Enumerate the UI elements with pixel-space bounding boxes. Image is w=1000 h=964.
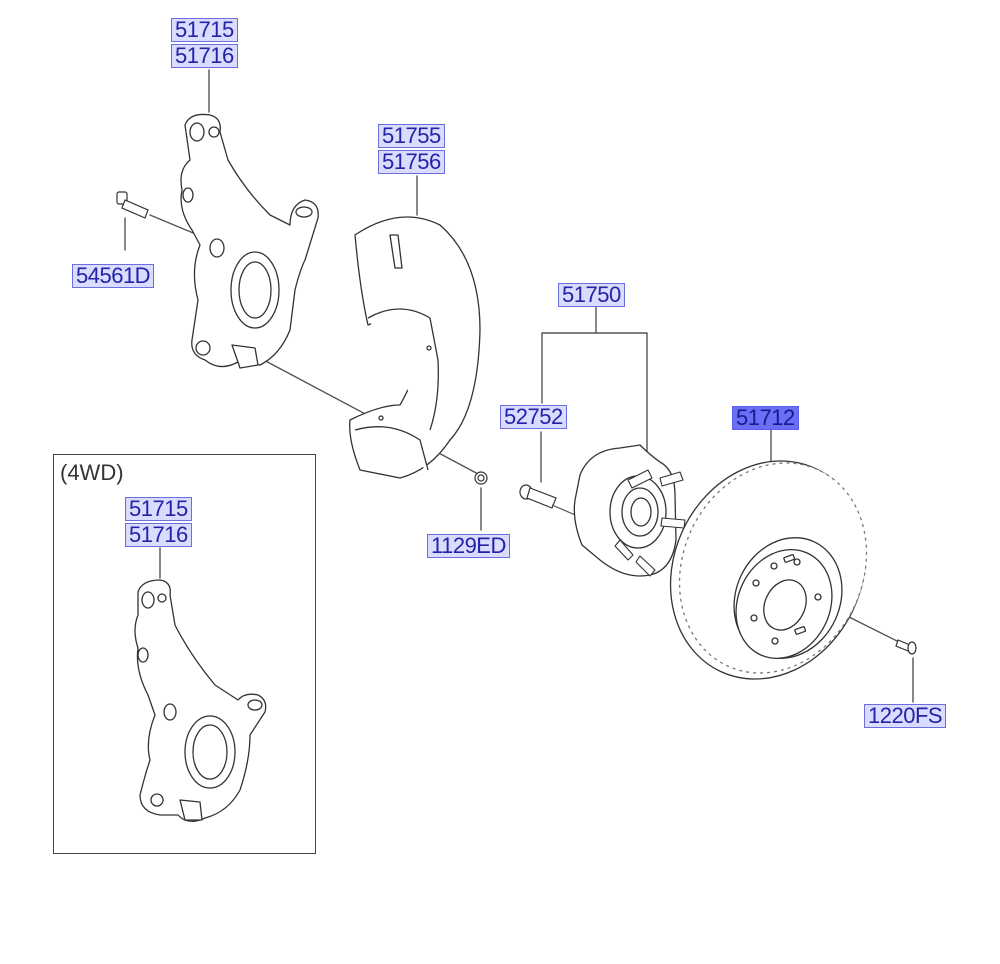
part-label-52752[interactable]: 52752 [500, 405, 567, 429]
part-label-awd-51716[interactable]: 51716 [125, 523, 192, 547]
hub-bearing-drawing [573, 444, 686, 577]
part-label-51755[interactable]: 51755 [378, 124, 445, 148]
part-label-54561d[interactable]: 54561D [72, 264, 155, 288]
steering-knuckle-drawing [180, 113, 319, 369]
part-label-51712-selected[interactable]: 51712 [732, 406, 799, 430]
hub-bolt-drawing [519, 484, 581, 518]
part-label-51716[interactable]: 51716 [171, 44, 238, 68]
leader-hub-bracket [541, 332, 648, 456]
leader-screw-axis [244, 349, 481, 476]
brake-disc-drawing [669, 460, 868, 680]
awd-knuckle-drawing [134, 579, 267, 822]
part-label-awd-51715[interactable]: 51715 [125, 497, 192, 521]
part-label-1220fs[interactable]: 1220FS [864, 704, 947, 728]
part-label-1129ed[interactable]: 1129ED [427, 534, 510, 558]
dust-cover-drawing [349, 216, 481, 479]
part-label-51756[interactable]: 51756 [378, 150, 445, 174]
bolt-drawing [116, 191, 149, 219]
part-label-51715[interactable]: 51715 [171, 18, 238, 42]
screw-drawing [474, 471, 488, 485]
disc-screw-drawing [895, 639, 917, 655]
part-label-51750[interactable]: 51750 [558, 283, 625, 307]
awd-inset-box [53, 454, 316, 854]
awd-inset-title: (4WD) [60, 460, 124, 485]
